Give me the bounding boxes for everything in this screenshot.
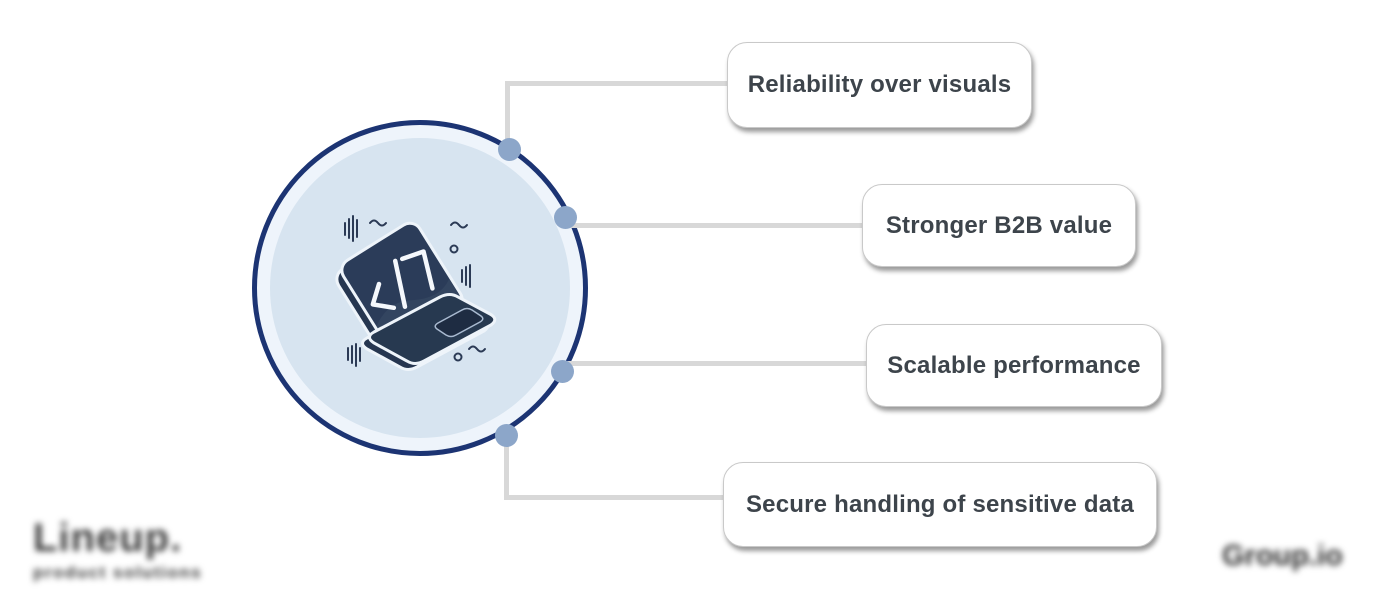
connector-line-3 — [563, 361, 868, 366]
laptop-trackpad — [434, 307, 484, 338]
connector-line-4-horizontal — [504, 495, 725, 500]
node-label: Stronger B2B value — [885, 211, 1113, 239]
node-label: Scalable performance — [887, 351, 1141, 379]
node-secure-handling-of-sensitive-data: Secure handling of sensitive data — [723, 462, 1157, 547]
anchor-dot-3 — [551, 360, 574, 383]
anchor-dot-4 — [495, 424, 518, 447]
anchor-dot-2 — [554, 206, 577, 229]
watermark-text: Group.io — [1222, 540, 1343, 572]
connector-line-1-vertical — [505, 81, 510, 151]
watermark-secondary-text: product solutions — [33, 563, 203, 582]
node-reliability-over-visuals: Reliability over visuals — [727, 42, 1032, 128]
connector-line-4-vertical — [504, 436, 509, 500]
connector-line-1-horizontal — [505, 81, 729, 86]
node-stronger-b2b-value: Stronger B2B value — [862, 184, 1136, 267]
laptop-base — [361, 293, 497, 371]
watermark-primary-text: Lineup. — [33, 516, 183, 560]
connector-line-2 — [566, 223, 864, 228]
watermark-logo-bottom-left: Lineup. product solutions — [33, 518, 202, 583]
node-label: Reliability over visuals — [747, 71, 1012, 98]
laptop-code-icon — [335, 215, 497, 371]
watermark-logo-bottom-right: Group.io — [1222, 540, 1343, 573]
anchor-dot-1 — [498, 138, 521, 161]
node-scalable-performance: Scalable performance — [866, 324, 1162, 407]
decor-marks — [344, 215, 486, 367]
node-label: Secure handling of sensitive data — [745, 490, 1135, 518]
code-brackets-icon — [370, 249, 435, 311]
central-circle — [252, 120, 588, 456]
